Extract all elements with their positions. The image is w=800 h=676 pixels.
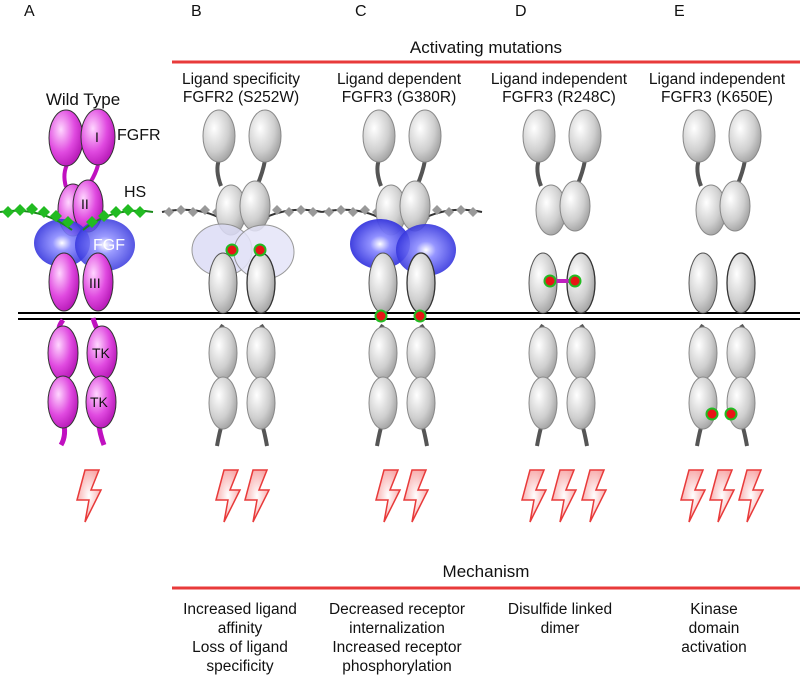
mutation-site: [568, 274, 582, 288]
panel-letter-b: B: [191, 3, 202, 20]
signaling-bolt: [76, 469, 103, 523]
domain-iii-label: III: [89, 275, 101, 291]
mutation-site: [724, 407, 738, 421]
signaling-bolt: [215, 469, 242, 523]
wild-type-receptor-dimer: [0, 108, 154, 447]
mutation-site: [413, 309, 427, 323]
signaling-bolt: [738, 469, 765, 523]
activating-mutations-header: Activating mutations: [409, 38, 563, 57]
signaling-bolt: [680, 469, 707, 523]
domain-ii-label: II: [81, 196, 89, 212]
receptor-dimer-e: [682, 109, 762, 447]
mutant-receptor-dimers: [161, 109, 762, 447]
domain-i-label: I: [95, 129, 99, 145]
signaling-bolt: [551, 469, 578, 523]
fgfr-label: FGFR: [117, 127, 161, 144]
panel-letter-c: C: [355, 3, 367, 20]
mutation-site: [374, 309, 388, 323]
fgf-label: FGF: [93, 237, 125, 254]
signaling-bolt: [709, 469, 736, 523]
cell-membrane: [18, 312, 800, 320]
signaling-bolt: [403, 469, 430, 523]
signaling-bolt: [521, 469, 548, 523]
wild-type-title: Wild Type: [45, 90, 121, 109]
signaling-bolt: [244, 469, 271, 523]
signaling-bolts: [76, 469, 765, 523]
mutation-site: [225, 243, 239, 257]
mutation-site: [543, 274, 557, 288]
receptor-dimer-c: [321, 109, 483, 447]
mechanism-header: Mechanism: [442, 562, 530, 581]
panel-letter-e: E: [674, 3, 685, 20]
panel-letter-a: A: [24, 3, 35, 20]
signaling-bolt: [375, 469, 402, 523]
hs-label: HS: [124, 184, 147, 201]
heparan-sulfate-chain: [2, 203, 146, 228]
signaling-bolt: [581, 469, 608, 523]
mutation-site: [253, 243, 267, 257]
receptor-dimer-d: [522, 109, 602, 447]
tk1-label: TK: [92, 345, 110, 361]
panel-letter-d: D: [515, 3, 527, 20]
receptor-dimer-b: [161, 109, 323, 447]
mutation-site: [705, 407, 719, 421]
tk2-label: TK: [90, 394, 108, 410]
